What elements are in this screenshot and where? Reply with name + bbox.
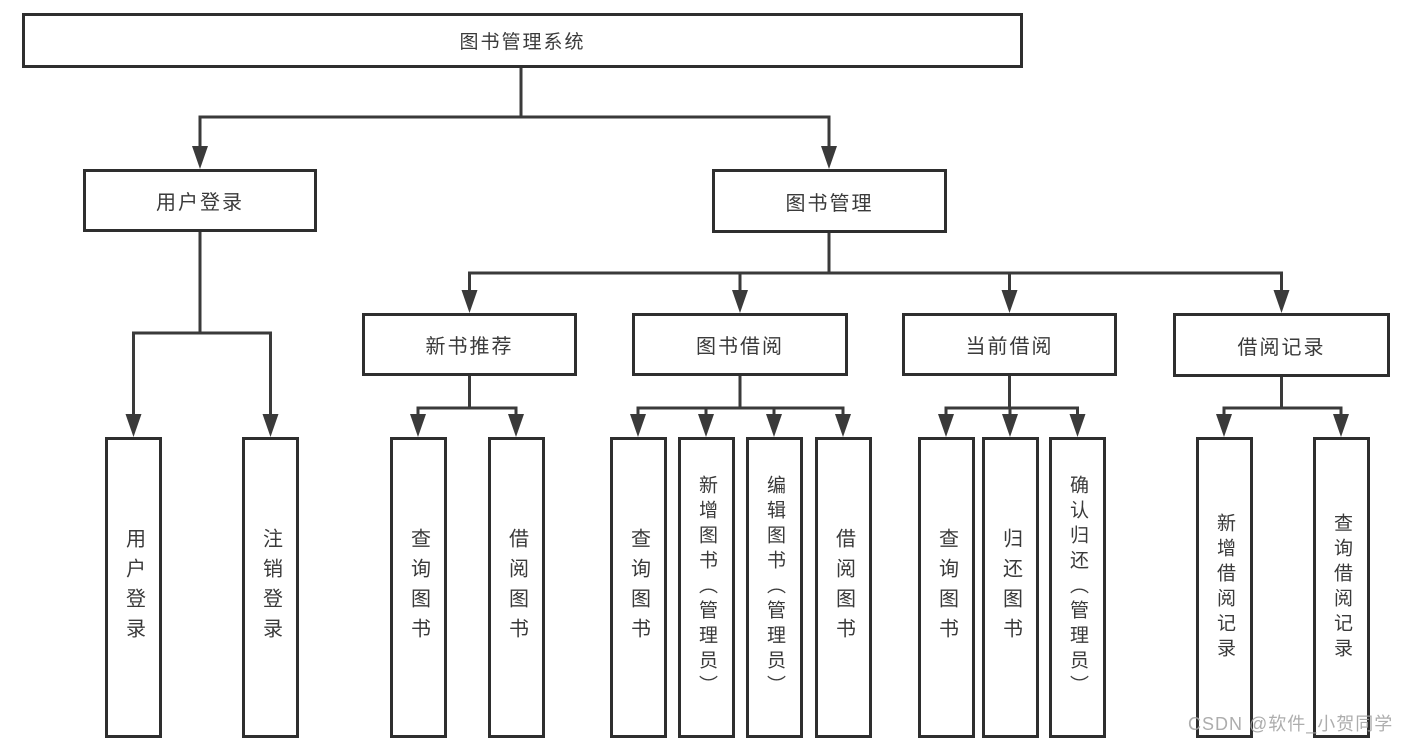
node-current-borrow: 当前借阅	[902, 313, 1117, 376]
leaf-label: 编辑图书（管理员）	[764, 475, 785, 700]
leaf-label: 查询借阅记录	[1331, 512, 1352, 663]
node-new-book-recommend: 新书推荐	[362, 313, 577, 376]
leaf-query-books-borrow: 查询图书	[610, 437, 667, 738]
leaf-user-login: 用户登录	[105, 437, 162, 738]
connector-book-management-split	[461, 231, 1290, 313]
leaf-logout: 注销登录	[242, 437, 299, 738]
leaf-add-books-admin: 新增图书（管理员）	[678, 437, 735, 738]
node-book-management: 图书管理	[712, 169, 947, 233]
leaf-label: 确认归还（管理员）	[1067, 475, 1088, 700]
node-borrow-records: 借阅记录	[1173, 313, 1390, 377]
connector-records-split	[1216, 374, 1349, 437]
leaf-borrow-books-newbook: 借阅图书	[488, 437, 545, 738]
connector-current-split	[938, 373, 1086, 437]
leaf-confirm-return-admin: 确认归还（管理员）	[1049, 437, 1106, 738]
leaf-label: 新增借阅记录	[1214, 512, 1235, 663]
node-root-system: 图书管理系统	[22, 13, 1023, 68]
leaf-label: 新增图书（管理员）	[696, 475, 717, 700]
leaf-label: 注销登录	[259, 527, 282, 648]
connector-new-book-split	[410, 374, 524, 437]
leaf-query-books-current: 查询图书	[918, 437, 975, 738]
leaf-label: 查询图书	[627, 527, 650, 648]
node-book-borrow: 图书借阅	[632, 313, 848, 376]
leaf-label: 归还图书	[999, 527, 1022, 648]
node-label: 借阅记录	[1237, 336, 1326, 359]
connector-borrow-split	[630, 373, 851, 437]
leaf-query-borrow-record: 查询借阅记录	[1313, 437, 1370, 738]
leaf-query-books-newbook: 查询图书	[390, 437, 447, 738]
leaf-edit-books-admin: 编辑图书（管理员）	[746, 437, 803, 738]
leaf-label: 借阅图书	[832, 527, 855, 648]
node-label: 图书管理系统	[459, 32, 586, 53]
csdn-watermark: CSDN @软件_小贺同学	[1188, 714, 1394, 734]
leaf-label: 用户登录	[122, 527, 145, 648]
node-user-login: 用户登录	[83, 169, 317, 232]
leaf-label: 查询图书	[935, 527, 958, 648]
node-label: 用户登录	[156, 192, 244, 214]
leaf-add-borrow-record: 新增借阅记录	[1196, 437, 1253, 738]
leaf-borrow-books: 借阅图书	[815, 437, 872, 738]
node-label: 图书借阅	[696, 336, 784, 358]
node-label: 当前借阅	[965, 336, 1054, 358]
leaf-label: 借阅图书	[505, 527, 528, 648]
connector-root-split	[192, 66, 837, 169]
leaf-return-books: 归还图书	[982, 437, 1039, 738]
connector-user-login-split	[125, 230, 279, 437]
leaf-label: 查询图书	[407, 527, 430, 648]
node-label: 图书管理	[785, 192, 874, 215]
node-label: 新书推荐	[425, 336, 514, 358]
